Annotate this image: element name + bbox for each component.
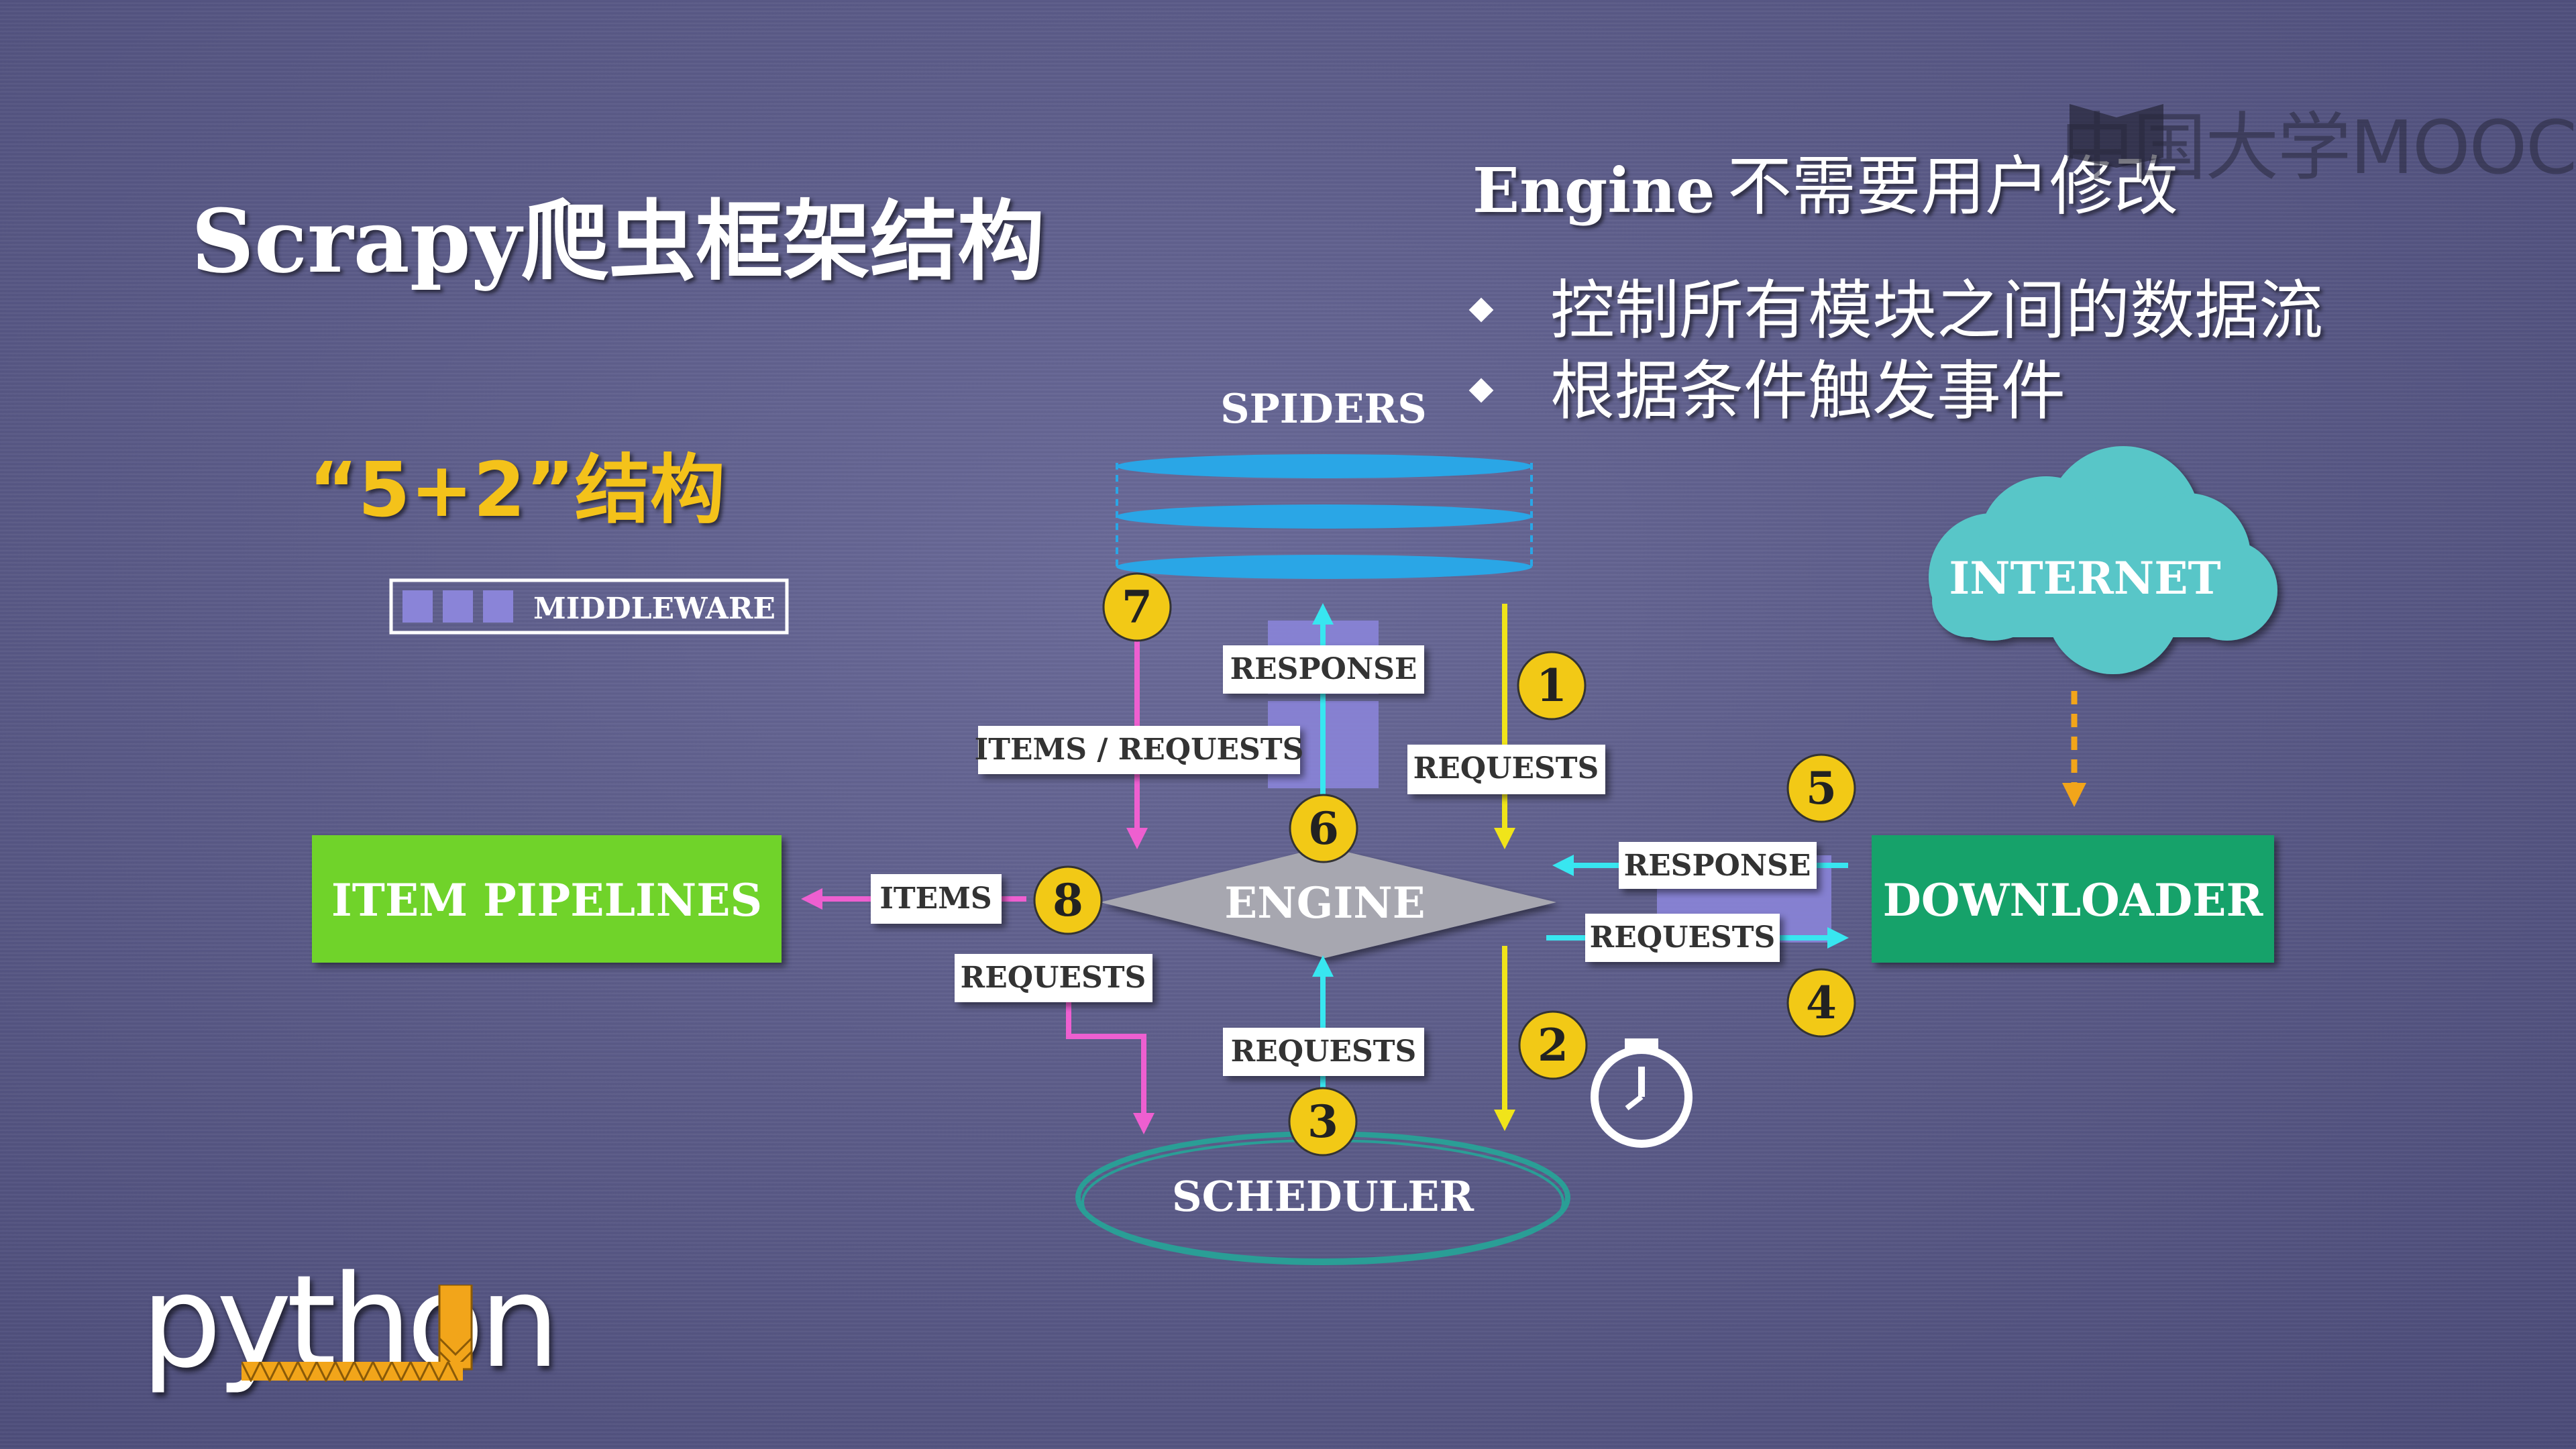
step-badge: 5 bbox=[1786, 753, 1856, 823]
middleware-square-icon bbox=[483, 590, 513, 623]
mooc-logo-icon bbox=[2070, 104, 2163, 168]
bullet-item: 根据条件触发事件 bbox=[1468, 339, 2065, 432]
scheduler-node: SCHEDULER bbox=[1075, 1131, 1570, 1265]
spiders-node: SPIDERS bbox=[1116, 386, 1533, 579]
downloader-label: DOWNLOADER bbox=[1883, 874, 2264, 926]
step-badge: 8 bbox=[1033, 865, 1103, 935]
edge-label-items: ITEMS bbox=[871, 874, 1002, 924]
edge-label-text: ITEMS bbox=[879, 881, 991, 916]
scheduler-label: SCHEDULER bbox=[1172, 1172, 1474, 1221]
edge-label-text: REQUESTS bbox=[1231, 1034, 1417, 1069]
engine-node: ENGINE bbox=[1100, 847, 1556, 958]
step-number: 6 bbox=[1308, 802, 1339, 855]
step-number: 8 bbox=[1053, 874, 1083, 926]
step-badge: 2 bbox=[1518, 1010, 1588, 1080]
bullet-text: 控制所有模块之间的数据流 bbox=[1550, 273, 2323, 348]
item-pipelines-node: ITEM PIPELINES bbox=[312, 835, 782, 963]
edge-label-text: RESPONSE bbox=[1230, 652, 1417, 686]
engine-label: ENGINE bbox=[1224, 878, 1425, 928]
step-number: 4 bbox=[1806, 977, 1837, 1029]
step-number: 5 bbox=[1806, 762, 1837, 814]
internet-label: INTERNET bbox=[1949, 552, 2220, 604]
step-number: 2 bbox=[1538, 1019, 1568, 1071]
edge-label-text: REQUESTS bbox=[1590, 920, 1776, 955]
step-badge: 7 bbox=[1102, 572, 1172, 642]
edge-label-text: RESPONSE bbox=[1624, 849, 1811, 883]
edge-label-response-right: RESPONSE bbox=[1619, 842, 1817, 889]
python-logo-accent-icon bbox=[438, 1285, 473, 1371]
item-pipelines-label: ITEM PIPELINES bbox=[331, 874, 762, 926]
edge-label-text: REQUESTS bbox=[1413, 751, 1599, 786]
edge-label-requests-8: REQUESTS bbox=[955, 954, 1152, 1002]
slide-title: Scrapy爬虫框架结构 bbox=[191, 190, 1045, 292]
downloader-node: DOWNLOADER bbox=[1872, 835, 2274, 963]
edge-label-requests-1: REQUESTS bbox=[1407, 745, 1605, 794]
legend-label: MIDDLEWARE bbox=[533, 592, 775, 626]
bullet-text: 根据条件触发事件 bbox=[1550, 354, 2065, 429]
edge-label-requests-3: REQUESTS bbox=[1223, 1028, 1424, 1076]
internet-node: INTERNET bbox=[1929, 446, 2277, 674]
middleware-square-icon bbox=[402, 590, 433, 623]
watermark: 中国大学MOOC bbox=[2060, 105, 2576, 191]
step-badge: 4 bbox=[1786, 968, 1856, 1038]
middleware-legend: MIDDLEWARE bbox=[389, 578, 789, 635]
timer-icon bbox=[1591, 1038, 1693, 1148]
step-number: 1 bbox=[1536, 659, 1567, 712]
edge-label-text: REQUESTS bbox=[961, 961, 1146, 995]
step-badge: 1 bbox=[1517, 651, 1587, 720]
step-number: 7 bbox=[1122, 581, 1152, 633]
middleware-square-icon bbox=[443, 590, 473, 623]
python-logo-underline-icon bbox=[241, 1362, 463, 1382]
step-number: 3 bbox=[1307, 1095, 1338, 1148]
bullet-item: 控制所有模块之间的数据流 bbox=[1468, 258, 2323, 352]
edge-label-text: ITEMS / REQUESTS bbox=[975, 733, 1304, 767]
step-badge: 6 bbox=[1289, 794, 1358, 863]
spiders-label: SPIDERS bbox=[1220, 386, 1426, 433]
slide-subtitle: “5+2”结构 bbox=[309, 447, 725, 534]
engine-heading: Engine bbox=[1472, 154, 1715, 227]
edge-label-items-requests: ITEMS / REQUESTS bbox=[975, 726, 1304, 774]
step-badge: 3 bbox=[1288, 1087, 1358, 1157]
edge-label-response-top: RESPONSE bbox=[1223, 645, 1424, 694]
edge-label-requests-4: REQUESTS bbox=[1585, 914, 1780, 962]
